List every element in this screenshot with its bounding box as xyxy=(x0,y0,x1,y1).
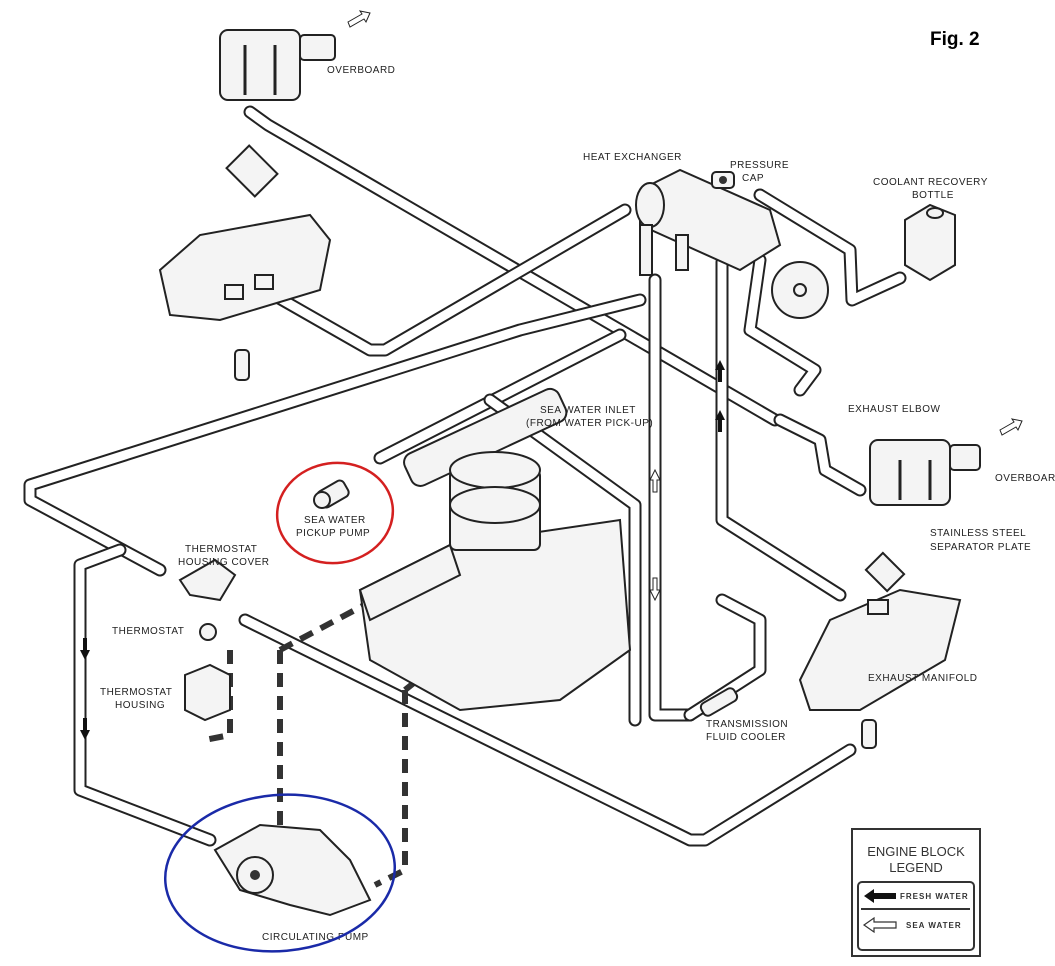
thermostat-housing-cover xyxy=(178,558,237,602)
label-sea-water-inlet: SEA WATER INLET xyxy=(540,405,636,416)
blue-annotation-circle xyxy=(163,793,397,953)
sea-water-legend-arrow xyxy=(862,916,897,934)
legend-sea-water: SEA WATER xyxy=(906,921,962,930)
exhaust-elbow-right xyxy=(869,439,981,506)
pipe-exchanger-down-2 xyxy=(715,255,847,602)
pipes xyxy=(23,105,907,847)
fresh-water-arrow xyxy=(80,718,90,740)
label-separator-plate-2: SEPARATOR PLATE xyxy=(930,542,1031,553)
legend-title-2: LEGEND xyxy=(889,860,942,875)
separator-plate xyxy=(864,551,906,593)
label-overboard-right: OVERBOARD xyxy=(995,473,1055,484)
label-heat-exchanger: HEAT EXCHANGER xyxy=(583,152,682,163)
fresh-water-arrow xyxy=(715,360,725,382)
sea-water-pickup-pump xyxy=(313,479,350,509)
label-coolant-bottle: COOLANT RECOVERY xyxy=(873,177,988,188)
label-trans-cooler: TRANSMISSION xyxy=(706,719,788,730)
label-pickup-pump-2: PICKUP PUMP xyxy=(296,528,370,539)
riser-left xyxy=(234,349,250,381)
exhaust-manifold-right xyxy=(798,588,962,711)
engine-block xyxy=(358,387,632,712)
pipe-exchanger-down-1 xyxy=(648,273,697,722)
sea-water-arrow xyxy=(649,468,661,493)
circulating-pump xyxy=(213,823,372,917)
gasket-top xyxy=(225,144,279,198)
fresh-water-arrow xyxy=(715,410,725,432)
overboard-elbow-top xyxy=(219,29,336,101)
label-thermostat-cover-2: HOUSING COVER xyxy=(178,557,270,568)
exhaust-manifold-left xyxy=(158,213,332,322)
label-thermostat: THERMOSTAT xyxy=(112,626,184,637)
engine-block-legend: ENGINE BLOCK LEGEND FRESH WATER SEA WATE… xyxy=(851,828,981,957)
sea-water-arrow xyxy=(649,577,661,602)
fresh-water-legend-arrow xyxy=(864,889,896,903)
label-coolant-bottle-2: BOTTLE xyxy=(912,190,954,201)
sea-water-arrow xyxy=(347,10,371,28)
flow-arrows xyxy=(80,10,1023,740)
label-thermostat-cover: THERMOSTAT xyxy=(185,544,257,555)
heat-exchanger xyxy=(635,168,782,276)
components xyxy=(158,29,981,917)
legend-title: ENGINE BLOCK xyxy=(867,844,965,859)
label-sea-water-inlet-2: (FROM WATER PICK-UP) xyxy=(526,418,653,429)
label-circulating-pump: CIRCULATING PUMP xyxy=(262,932,369,943)
label-overboard-top: OVERBOARD xyxy=(327,65,395,76)
figure-label: Fig. 2 xyxy=(930,29,980,50)
riser-right xyxy=(861,719,877,749)
legend-fresh-water: FRESH WATER xyxy=(900,892,969,901)
label-exhaust-elbow: EXHAUST ELBOW xyxy=(848,404,941,415)
sea-water-arrow xyxy=(999,418,1023,436)
pressure-cap xyxy=(711,171,735,189)
sea-water-pump xyxy=(771,261,829,319)
label-thermostat-housing: THERMOSTAT xyxy=(100,687,172,698)
transmission-fluid-cooler xyxy=(699,687,739,717)
fresh-water-arrow xyxy=(80,638,90,660)
label-trans-cooler-2: FLUID COOLER xyxy=(706,732,786,743)
red-annotation-circle xyxy=(275,461,395,565)
coolant-recovery-bottle xyxy=(904,203,956,282)
thermostat-housing-part xyxy=(184,663,231,722)
label-pressure-cap: PRESSURE xyxy=(730,160,789,171)
label-thermostat-housing-2: HOUSING xyxy=(115,700,165,711)
label-exhaust-manifold: EXHAUST MANIFOLD xyxy=(868,673,978,684)
label-separator-plate: STAINLESS STEEL xyxy=(930,528,1026,539)
labels: Fig. 2 OVERBOARD HEAT EXCHANGER PRESSURE… xyxy=(100,29,1055,943)
thermostat-part xyxy=(199,623,217,641)
label-pressure-cap-2: CAP xyxy=(742,173,764,184)
label-pickup-pump: SEA WATER xyxy=(304,515,366,526)
